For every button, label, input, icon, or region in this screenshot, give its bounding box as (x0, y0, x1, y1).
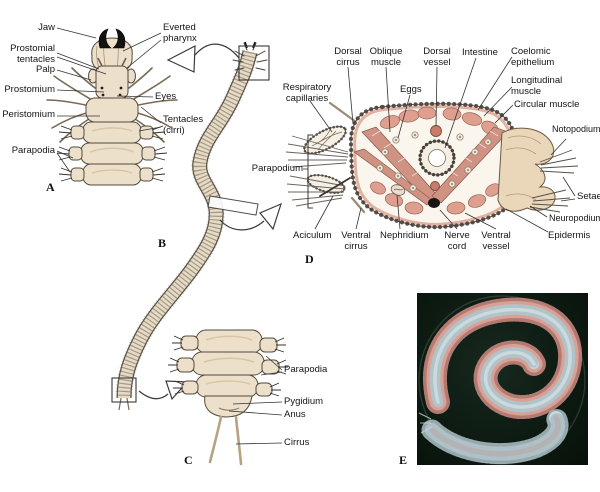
panel-letter-d: D (305, 252, 314, 266)
label-jaw: Jaw (38, 22, 55, 33)
label-eyes: Eyes (155, 91, 177, 102)
label-coelomic-epithelium: Coelomic epithelium (511, 46, 555, 68)
label-eggs: Eggs (400, 84, 422, 95)
arrow-to-a-tail (194, 43, 240, 59)
photo-worm-artwork (418, 295, 586, 465)
longitudinal-muscle-lobes (370, 106, 501, 215)
label-epidermis: Epidermis (548, 230, 591, 241)
parapodium-bracket (307, 134, 313, 209)
label-parapodia-head: Parapodia (11, 145, 55, 156)
dorsal-vessel-circle (430, 125, 442, 137)
label-intestine: Intestine (462, 47, 498, 58)
zoom-band-midbody (207, 195, 259, 216)
label-ventral-cirrus: Ventral cirrus (341, 230, 371, 252)
label-palp: Palp (35, 64, 55, 75)
parapodia-stubs (56, 125, 168, 182)
label-peristomium: Peristomium (2, 109, 55, 120)
panel-letter-c: C (184, 453, 193, 467)
label-circular-muscle: Circular muscle (514, 99, 580, 110)
label-anus: Anus (284, 409, 306, 420)
label-longitudinal-muscle: Longitudinal muscle (511, 75, 563, 97)
label-tentacles-cirri: Tentacles (cirri) (163, 114, 204, 136)
coiled-worm (422, 297, 583, 420)
label-notopodium: Notopodium (552, 124, 600, 134)
head-illustration (46, 28, 178, 186)
cross-section-illustration (285, 101, 579, 230)
lower-worm-section (421, 407, 569, 464)
panel-letter-e: E (399, 453, 408, 467)
left-parapodium (285, 125, 351, 207)
aciculum-rod (319, 177, 351, 197)
label-dorsal-vessel: Dorsal vessel (423, 46, 451, 68)
zoom-box-tail (111, 377, 137, 403)
whole-worm-illustration (111, 41, 270, 411)
panel-letter-a: A (46, 180, 55, 194)
label-nerve-cord: Nerve cord (444, 230, 470, 252)
jaw-shape (98, 28, 126, 49)
label-ventral-vessel: Ventral vessel (481, 230, 511, 252)
leader-lines (56, 27, 576, 445)
tail-illustration (168, 329, 288, 466)
zoom-box-head (238, 45, 270, 81)
arrow-to-a-head (166, 44, 196, 73)
worm-head-tentacles (418, 412, 433, 434)
arrow-to-d-head (259, 202, 282, 231)
label-oblique-muscle: Oblique muscle (369, 46, 403, 68)
photo-specimen (417, 293, 588, 465)
label-aciculum: Aciculum (293, 230, 332, 241)
label-neuropodium: Neuropodium (549, 213, 600, 223)
label-cirrus: Cirrus (284, 437, 310, 448)
label-parapodia-tail: Parapodia (284, 364, 328, 375)
label-dorsal-cirrus: Dorsal cirrus (334, 46, 362, 68)
ventral-vessel-circle (430, 181, 440, 191)
panel-letter-b: B (158, 236, 167, 250)
zoom-arrows (138, 43, 282, 401)
arrow-to-d-tail (219, 219, 265, 231)
label-parapodium: Parapodium (251, 163, 303, 174)
label-everted-pharynx: Everted pharynx (163, 22, 197, 44)
label-setae: Setae (577, 191, 600, 202)
label-prostomial-tentacles: Prostomial tentacles (10, 43, 55, 65)
nerve-cord-blob (428, 198, 440, 208)
label-pygidium: Pygidium (284, 396, 324, 407)
nephridium-blob (390, 184, 406, 196)
label-prostomium: Prostomium (4, 84, 55, 95)
label-respiratory-capillaries: Respiratory capillaries (282, 82, 332, 104)
arrow-to-c-tail (138, 390, 169, 400)
label-nephridium: Nephridium (380, 230, 429, 241)
right-parapodium (497, 127, 579, 213)
